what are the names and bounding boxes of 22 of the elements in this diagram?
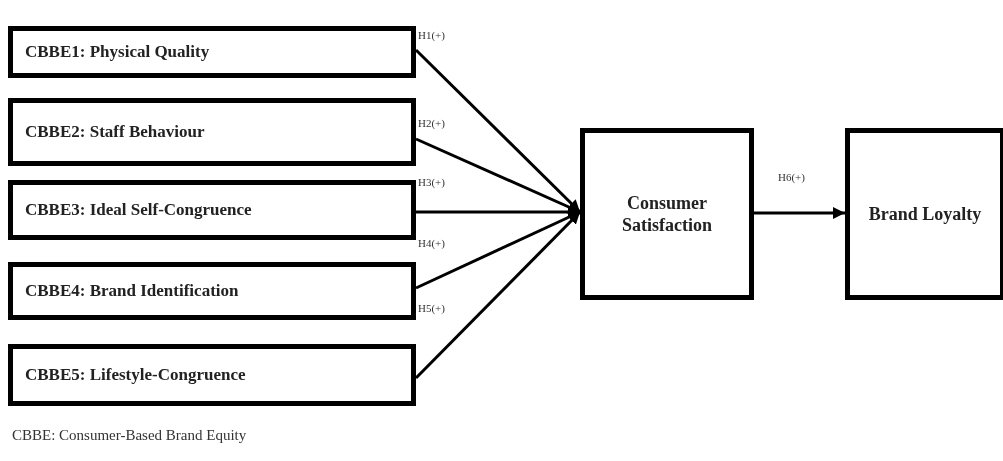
arrow xyxy=(754,207,845,219)
process-box xyxy=(8,344,416,406)
box-label: CBBE3: Ideal Self-Congruence xyxy=(25,199,252,221)
process-box xyxy=(580,128,754,300)
box-label: Consumer Satisfaction xyxy=(621,191,713,237)
process-box xyxy=(8,26,416,78)
edge-label: H3(+) xyxy=(418,177,445,188)
box-label: CBBE5: Lifestyle-Congruence xyxy=(25,364,246,386)
edge-label: H6(+) xyxy=(778,172,805,183)
edge-label: H4(+) xyxy=(418,238,445,249)
process-box xyxy=(8,98,416,166)
edge-label: H2(+) xyxy=(418,118,445,129)
box-label: CBBE1: Physical Quality xyxy=(25,41,210,63)
edge-label: H5(+) xyxy=(418,303,445,314)
process-box xyxy=(8,180,416,240)
box-label: CBBE2: Staff Behaviour xyxy=(25,121,205,143)
box-label: CBBE4: Brand Identification xyxy=(25,280,239,302)
footnote: CBBE: Consumer-Based Brand Equity xyxy=(12,427,247,444)
process-box xyxy=(845,128,1003,300)
process-box xyxy=(8,262,416,320)
box-label: Brand Loyalty xyxy=(868,202,982,226)
edge-label: H1(+) xyxy=(418,30,445,41)
